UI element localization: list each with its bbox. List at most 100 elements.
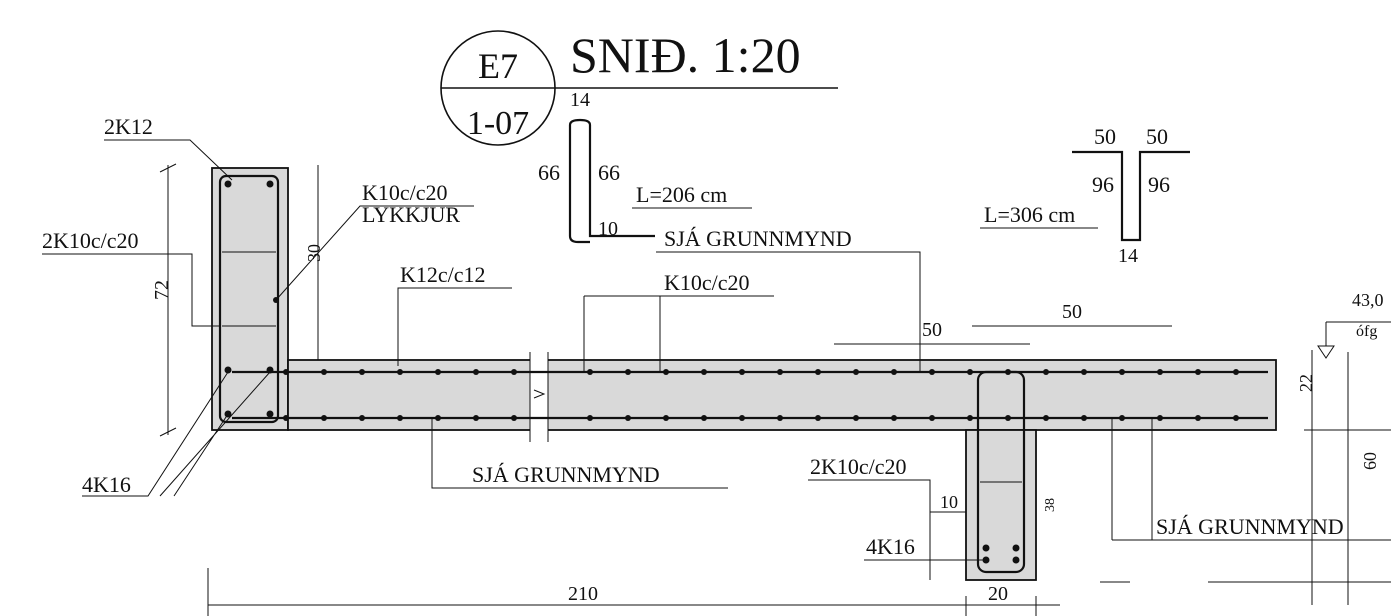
- slab-bar-dot: [359, 415, 365, 421]
- slab-bar-dot: [663, 369, 669, 375]
- label-beam-stirrups: 2K10c/c20: [810, 454, 907, 479]
- leader-slab-bars: [583, 295, 774, 372]
- bar-shape-1-b: [568, 125, 590, 244]
- leader-see-plan-2: [431, 418, 728, 489]
- slab-bar-dot: [1233, 369, 1239, 375]
- bar-schedule-2: 50 50 96 96 14 L=306 cm: [980, 124, 1190, 267]
- wall-bar: [224, 180, 232, 188]
- bar2-top-left: 50: [1094, 124, 1116, 149]
- beam: [965, 370, 1037, 581]
- slab-bar-dot: [587, 415, 593, 421]
- slab-bar-dot: [1157, 415, 1163, 421]
- slab-bar-dot: [1195, 415, 1201, 421]
- beam-bar: [1012, 544, 1020, 552]
- leader-see-plan-3: [1111, 418, 1391, 541]
- beam-concrete: [965, 429, 1037, 581]
- dim-20: 20: [988, 583, 1008, 605]
- slab-bar-dot: [587, 369, 593, 375]
- slab-bar-dot: [929, 415, 935, 421]
- slab-bar-dot: [891, 369, 897, 375]
- slab-bar-dot: [777, 415, 783, 421]
- label-2k12: 2K12: [104, 114, 153, 139]
- dim-10: 10: [940, 492, 958, 512]
- bar2-bottom: 14: [1118, 245, 1138, 267]
- dim-60: 60: [1360, 452, 1380, 470]
- slab-bar-dot: [321, 369, 327, 375]
- label-hook-bars: K10c/c20: [362, 180, 448, 205]
- slab-bar-dot: [435, 415, 441, 421]
- slab-bar-dot: [283, 369, 289, 375]
- slab-bar-dot: [967, 415, 973, 421]
- slab-bar-dot: [663, 415, 669, 421]
- leader-hook-dot: [273, 297, 279, 303]
- slab-bar-dot: [1081, 415, 1087, 421]
- slab-bar-dot: [815, 369, 821, 375]
- label-see-plan-2: SJÁ GRUNNMYND: [472, 462, 660, 487]
- label-wall-bottom: 4K16: [82, 472, 131, 497]
- leader-wall-stirrups: [42, 253, 220, 327]
- slab-bar-dot: [853, 369, 859, 375]
- bar1-top: 14: [570, 89, 590, 111]
- beam-stirrup: [976, 370, 1026, 574]
- leader-beam-stirrups: [808, 479, 931, 580]
- bar-shape-1: [568, 118, 655, 238]
- detail-id: E7: [478, 46, 518, 86]
- title-block: E7 1-07 SNIÐ. 1:20: [440, 27, 838, 146]
- dim-tick: [159, 427, 177, 437]
- dim-72: 72: [151, 280, 173, 300]
- bar-schedule-1: 14 66 66 10 L=206 cm: [538, 89, 752, 244]
- slab-bar-dot: [321, 415, 327, 421]
- leader-slab-top: [397, 287, 512, 366]
- label-beam-bottom: 4K16: [866, 534, 915, 559]
- slab-break-gap: [530, 352, 548, 442]
- slab: [232, 352, 1277, 442]
- label-slab-bars: K10c/c20: [664, 270, 750, 295]
- slab-bar-dot: [1233, 415, 1239, 421]
- dim-30: 30: [304, 244, 324, 262]
- leader-2k12: [104, 139, 233, 181]
- bar-shape-2: [1072, 150, 1190, 242]
- slab-bar-dot: [1157, 369, 1163, 375]
- slab-bar-dot: [473, 369, 479, 375]
- leader-see-plan-1: [656, 251, 921, 372]
- leader-hook: [275, 205, 474, 301]
- slab-bar-dot: [1043, 369, 1049, 375]
- slab-bar-dot: [815, 415, 821, 421]
- slab-bar-dot: [1005, 415, 1011, 421]
- slab-bar-dot: [701, 415, 707, 421]
- leader-wall-bottom: [82, 371, 271, 497]
- bar2-left: 96: [1092, 172, 1114, 197]
- slab-bar-dot: [1043, 415, 1049, 421]
- slab-bar-dot: [359, 369, 365, 375]
- slab-bar-dot: [701, 369, 707, 375]
- detail-sheet: 1-07: [467, 105, 529, 142]
- dim-38: 38: [1043, 498, 1058, 512]
- slab-bar-dot: [929, 369, 935, 375]
- wall-bar: [224, 366, 232, 374]
- dim-22: 22: [1296, 374, 1316, 392]
- slab-bar-dot: [777, 369, 783, 375]
- slab-bar-dot: [1119, 415, 1125, 421]
- dim-50b: 50: [1062, 301, 1082, 323]
- slab-bar-dot: [625, 415, 631, 421]
- beam-bar: [1012, 556, 1020, 564]
- dim-210: 210: [568, 583, 598, 605]
- elev-note: ófg: [1356, 323, 1377, 340]
- slab-break: [529, 352, 549, 442]
- slab-bar-dot: [397, 369, 403, 375]
- slab-bar-dot: [1081, 369, 1087, 375]
- beam-bar: [982, 544, 990, 552]
- bar2-top-right: 50: [1146, 124, 1168, 149]
- slab-bar-dot: [397, 415, 403, 421]
- slab-bar-dot: [1195, 369, 1201, 375]
- bar1-bottom: 10: [598, 218, 618, 240]
- wall-bar: [266, 410, 274, 418]
- label-see-plan-1: SJÁ GRUNNMYND: [664, 226, 852, 251]
- slab-bar-dot: [1119, 369, 1125, 375]
- slab-bar-dot: [739, 415, 745, 421]
- slab-bar-dot: [511, 369, 517, 375]
- slab-bar-dot: [511, 415, 517, 421]
- wall-bar: [266, 180, 274, 188]
- bar1-right: 66: [598, 160, 620, 185]
